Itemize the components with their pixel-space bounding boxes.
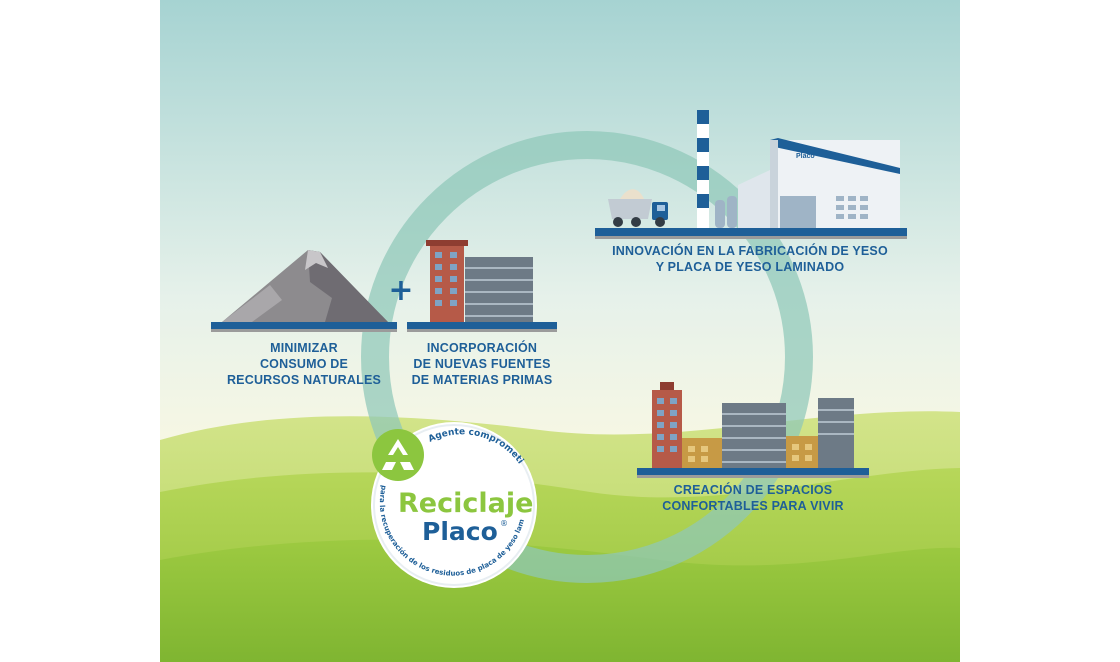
truck-icon — [608, 189, 668, 227]
label-creacion: CREACIÓN DE ESPACIOS CONFORTABLES PARA V… — [628, 482, 878, 514]
label-incorporacion-line2: DE NUEVAS FUENTES — [413, 357, 551, 371]
label-innovacion-line2: Y PLACA DE YESO LAMINADO — [655, 260, 845, 274]
label-minimizar-line3: RECURSOS NATURALES — [226, 373, 382, 387]
label-incorporacion-line3: DE MATERIAS PRIMAS — [411, 373, 553, 387]
mountain-icon — [211, 250, 397, 332]
buildings-icon — [407, 240, 557, 332]
label-minimizar: MINIMIZAR CONSUMO DE RECURSOS NATURALES — [211, 340, 397, 388]
city-icon — [637, 382, 869, 478]
label-minimizar-line1: MINIMIZAR — [270, 341, 338, 355]
plus-sign: + — [388, 273, 413, 308]
recycle-icon — [372, 429, 424, 481]
label-innovacion-line1: INNOVACIÓN EN LA FABRICACIÓN DE YESO — [612, 244, 888, 258]
near-hill — [160, 539, 960, 662]
infographic: Placo — [160, 0, 960, 662]
label-creacion-line2: CONFORTABLES PARA VIVIR — [662, 499, 844, 513]
label-creacion-line1: CREACIÓN DE ESPACIOS — [673, 483, 833, 497]
label-incorporacion-line1: INCORPORACIÓN — [426, 341, 538, 355]
badge-title-placo: Placo — [422, 517, 498, 546]
badge-title-reciclaje: Reciclaje — [398, 488, 533, 519]
label-incorporacion: INCORPORACIÓN DE NUEVAS FUENTES DE MATER… — [400, 340, 564, 388]
factory-icon: Placo — [595, 110, 907, 239]
factory-sign-text: Placo — [796, 153, 815, 160]
label-innovacion: INNOVACIÓN EN LA FABRICACIÓN DE YESO Y P… — [580, 243, 920, 275]
label-minimizar-line2: CONSUMO DE — [259, 357, 349, 371]
scene-illustration: Placo — [160, 0, 960, 662]
badge-registered: ® — [500, 519, 508, 528]
cycle-ring — [361, 131, 813, 583]
